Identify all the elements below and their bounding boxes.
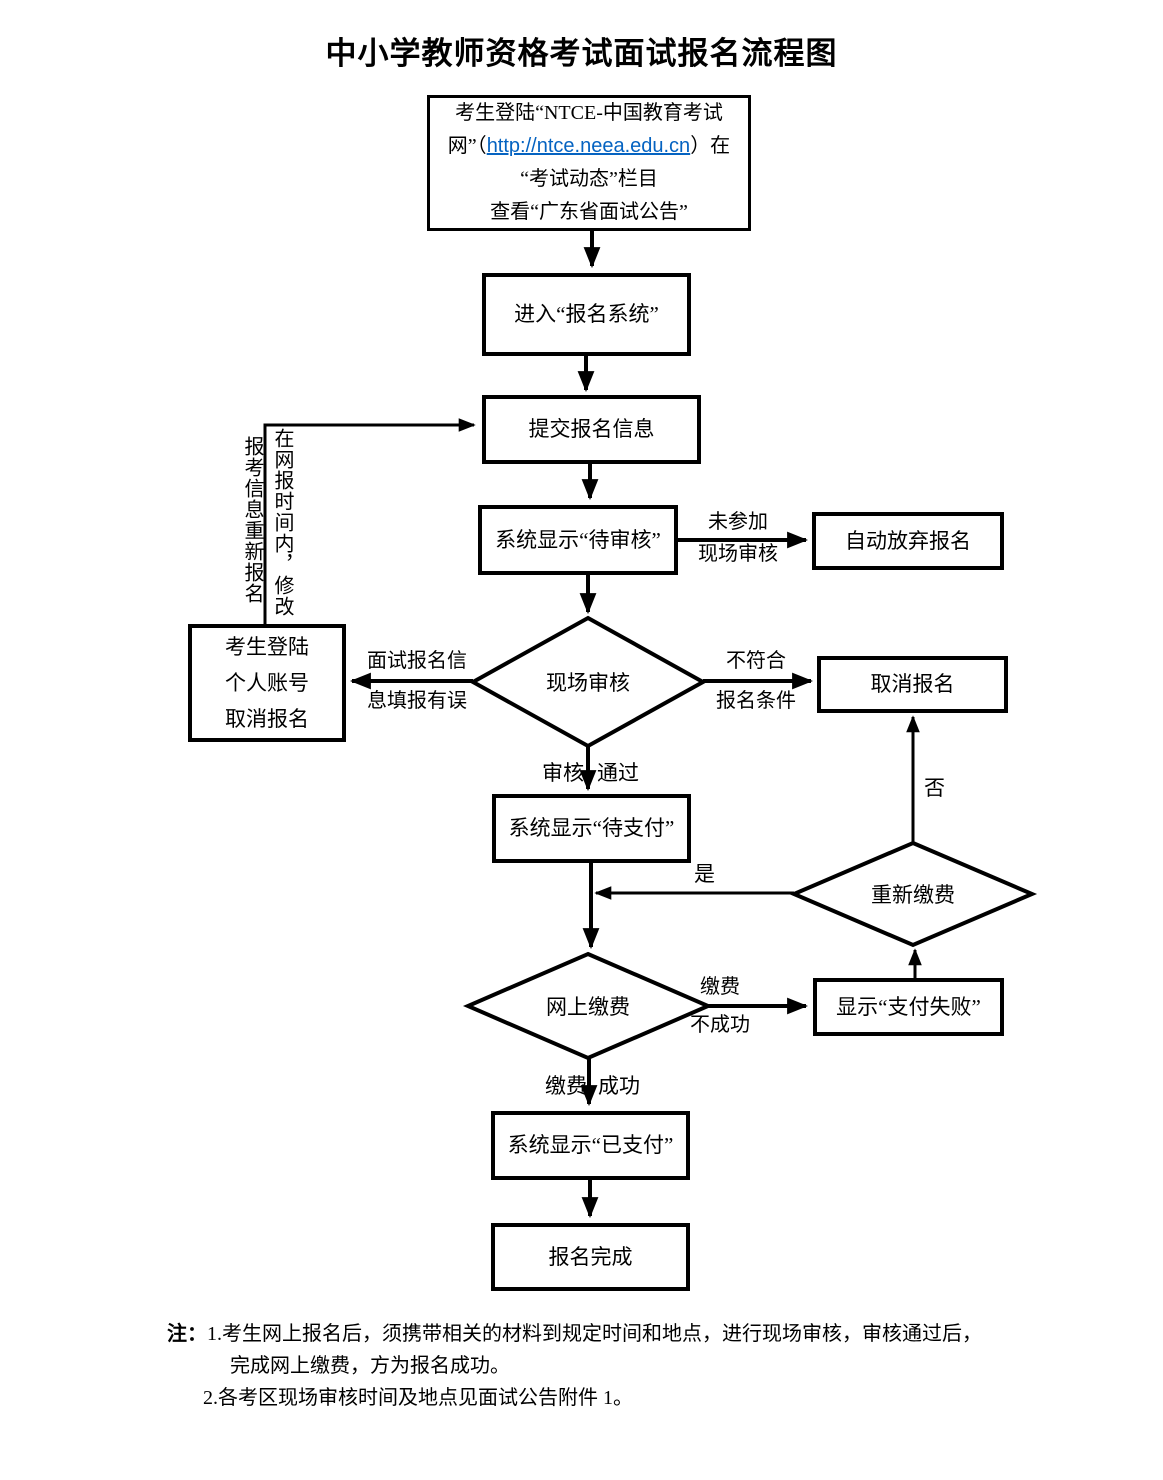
node-cancel: 取消报名	[817, 656, 1008, 713]
node-auto-abandon: 自动放弃报名	[812, 512, 1004, 570]
label-not-attend-line1: 未参加	[708, 511, 768, 533]
label-info-error-line1: 面试报名信	[367, 650, 467, 672]
node-pending-review: 系统显示“待审核”	[478, 505, 678, 575]
note-1-line-2: 完成网上缴费，方为报名成功。	[230, 1355, 510, 1377]
node-login-cancel: 考生登陆 个人账号 取消报名	[188, 624, 346, 742]
note-1-text: 1.考生网上报名后，须携带相关的材料到规定时间和地点，进行现场审核，审核通过后，	[207, 1323, 982, 1345]
label-revise-inner: 在网报时间内，修改	[271, 428, 293, 617]
label-not-qualified-line1: 不符合	[726, 650, 786, 672]
note-2: 2.各考区现场审核时间及地点见面试公告附件 1。	[203, 1387, 633, 1409]
label-info-error: 面试报名信 息填报有误	[358, 641, 476, 721]
label-pay-fail: 缴费 不成功	[686, 968, 754, 1044]
start-line-2-pre: 网”（	[447, 135, 487, 157]
start-line-1: 考生登陆“NTCE-中国教育考试	[455, 102, 723, 124]
label-info-error-line2: 息填报有误	[367, 690, 467, 712]
diamond-onsite-review-shape	[468, 615, 708, 749]
node-enter-system: 进入“报名系统”	[482, 273, 691, 356]
start-line-2-post: ）在	[690, 135, 731, 157]
node-start: 考生登陆“NTCE-中国教育考试 网”（http://ntce.neea.edu…	[427, 95, 751, 231]
node-pending-pay: 系统显示“待支付”	[492, 794, 691, 863]
edge-login-cancel-to-submit	[263, 418, 476, 624]
label-not-attend: 未参加 现场审核	[697, 506, 779, 570]
label-not-qualified: 不符合 报名条件	[710, 641, 802, 721]
label-no: 否	[924, 776, 945, 800]
node-submit-info: 提交报名信息	[482, 395, 701, 464]
diamond-onsite-review-label: 现场审核	[546, 671, 630, 695]
ntce-link[interactable]: http://ntce.neea.edu.cn	[486, 135, 691, 157]
label-not-qualified-line2: 报名条件	[716, 690, 796, 712]
node-paid: 系统显示“已支付”	[491, 1111, 690, 1180]
label-pay-fail-line2: 不成功	[690, 1014, 750, 1036]
start-line-2: 网”（http://ntce.neea.edu.cn）在	[448, 130, 730, 163]
page-title: 中小学教师资格考试面试报名流程图	[325, 36, 838, 71]
diamond-online-pay-label: 网上缴费	[546, 995, 630, 1019]
diamond-online-pay-shape	[462, 951, 714, 1061]
node-pay-fail: 显示“支付失败”	[813, 978, 1004, 1036]
start-line-3: “考试动态”栏目	[520, 168, 658, 190]
label-pass: 通过	[597, 761, 639, 785]
diamond-repay-shape	[788, 840, 1038, 948]
notes-block: 注：1.考生网上报名后，须携带相关的材料到规定时间和地点，进行现场审核，审核通过…	[167, 1318, 1057, 1414]
label-pay-fail-line1: 缴费	[700, 976, 740, 998]
note-prefix: 注：	[167, 1323, 207, 1345]
node-complete: 报名完成	[491, 1223, 690, 1291]
login-cancel-line-1: 考生登陆	[225, 635, 309, 659]
label-pay-success: 成功	[598, 1074, 640, 1098]
login-cancel-line-2: 个人账号	[225, 671, 309, 695]
diamond-repay-label: 重新缴费	[871, 883, 955, 907]
label-not-attend-line2: 现场审核	[698, 543, 778, 565]
start-line-4: 查看“广东省面试公告”	[490, 201, 688, 223]
login-cancel-line-3: 取消报名	[225, 707, 309, 731]
note-1-line-1: 注：1.考生网上报名后，须携带相关的材料到规定时间和地点，进行现场审核，审核通过…	[167, 1318, 1057, 1350]
label-revise-outer: 报考信息重新报名	[241, 436, 263, 604]
label-yes: 是	[694, 862, 715, 886]
label-pay-success-fee: 缴费	[545, 1074, 587, 1098]
label-review: 审核	[542, 761, 584, 785]
